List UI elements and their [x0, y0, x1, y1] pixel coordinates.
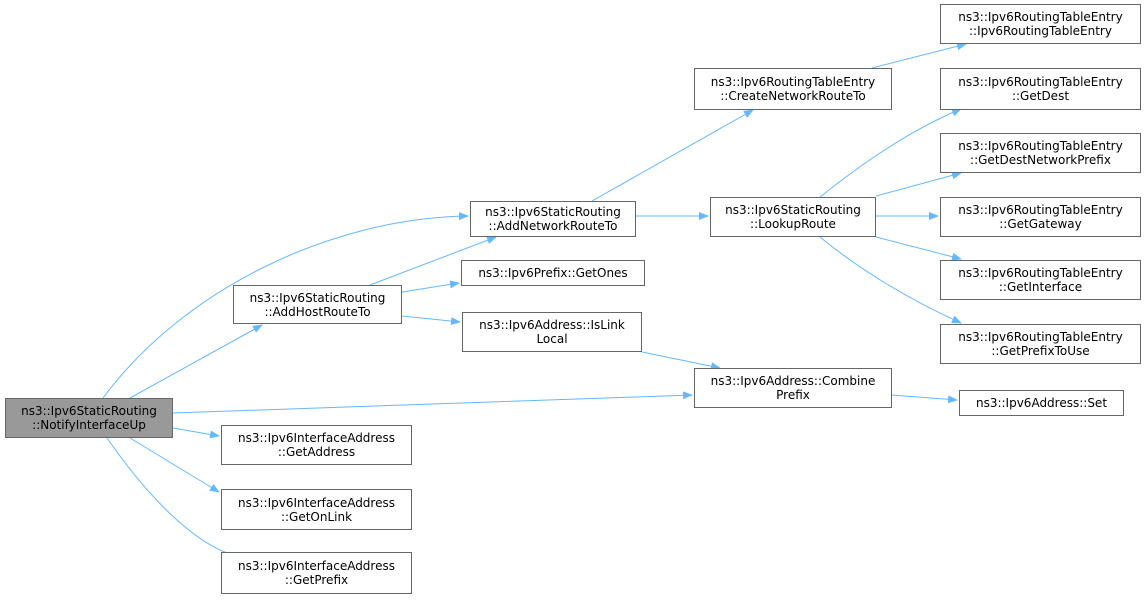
edge-n0-to-n13 — [172, 391, 693, 414]
node-ipv6staticrouting-addnetworkrouteto[interactable]: ns3::Ipv6StaticRouting ::AddNetworkRoute… — [470, 201, 636, 237]
node-ipv6prefix-getones[interactable]: ns3::Ipv6Prefix::GetOnes — [461, 260, 645, 286]
node-label-line: Local — [536, 332, 568, 346]
node-label-line: ns3::Ipv6RoutingTableEntry — [958, 203, 1123, 217]
edge-n0-to-n1 — [129, 324, 263, 399]
edge-n1-to-n11 — [401, 280, 460, 293]
node-label-line: ns3::Ipv6StaticRouting — [725, 203, 861, 217]
edge-n5-to-n7 — [875, 171, 962, 197]
node-label-line: ::GetPrefix — [284, 573, 349, 587]
node-label-line: ns3::Ipv6RoutingTableEntry — [958, 266, 1123, 280]
node-label-line: ::GetInterface — [998, 280, 1083, 294]
node-label-line: ns3::Ipv6InterfaceAddress — [238, 559, 395, 573]
node-ipv6routingtableentry-getprefixtouse[interactable]: ns3::Ipv6RoutingTableEntry ::GetPrefixTo… — [940, 324, 1141, 364]
node-ipv6routingtableentry-getgateway[interactable]: ns3::Ipv6RoutingTableEntry ::GetGateway — [940, 197, 1141, 237]
edge-n1-to-n12 — [401, 315, 461, 326]
node-ipv6address-islinklocal[interactable]: ns3::Ipv6Address::IsLink Local — [462, 312, 642, 352]
node-label-line: ns3::Ipv6Address::Combine — [710, 374, 876, 388]
node-label-line: ns3::Ipv6StaticRouting — [249, 290, 386, 305]
node-ipv6routingtableentry-ipv6routingtableentry[interactable]: ns3::Ipv6RoutingTableEntry ::Ipv6Routing… — [940, 4, 1141, 44]
node-label-line: ::Ipv6RoutingTableEntry — [969, 24, 1112, 38]
node-label-line: ns3::Ipv6Address::IsLink — [479, 318, 625, 332]
node-ipv6routingtableentry-getdest[interactable]: ns3::Ipv6RoutingTableEntry ::GetDest — [940, 68, 1141, 110]
node-label-line: ns3::Ipv6InterfaceAddress — [238, 431, 395, 445]
edge-n5-to-n10 — [819, 236, 962, 324]
node-label-line: ::CreateNetworkRouteTo — [720, 89, 866, 103]
node-label-line: ns3::Ipv6RoutingTableEntry — [710, 75, 876, 89]
edge-n5-to-n6 — [819, 108, 962, 198]
node-label-line: ns3::Ipv6Address::Set — [975, 396, 1108, 410]
node-label-line: ns3::Ipv6StaticRouting — [21, 404, 157, 418]
edge-n3-to-n4 — [871, 42, 967, 69]
node-label-line: ns3::Ipv6RoutingTableEntry — [958, 75, 1123, 89]
node-label-line: ns3::Ipv6RoutingTableEntry — [958, 139, 1123, 153]
node-label-line: ::GetGateway — [999, 217, 1082, 231]
edge-n13-to-n14 — [891, 394, 958, 404]
edge-n5-to-n9 — [875, 236, 962, 261]
node-label-line: ::GetAddress — [277, 445, 356, 459]
edge-n0-to-n15 — [172, 427, 220, 439]
edge-n12-to-n13 — [641, 351, 721, 371]
node-label-line: ::LookupRoute — [750, 217, 836, 231]
node-label-line: ns3::Ipv6InterfaceAddress — [238, 495, 395, 510]
node-label-line: ::GetDest — [1011, 89, 1070, 103]
edge-n1-to-n2 — [369, 236, 497, 286]
edge-n2-to-n3 — [591, 109, 754, 202]
node-ipv6address-set[interactable]: ns3::Ipv6Address::Set — [959, 390, 1124, 416]
node-label-line: ns3::Ipv6StaticRouting — [485, 205, 621, 219]
node-ipv6routingtableentry-getdestnetworkprefix[interactable]: ns3::Ipv6RoutingTableEntry ::GetDestNetw… — [940, 133, 1141, 173]
node-ipv6address-combineprefix[interactable]: ns3::Ipv6Address::Combine Prefix — [694, 368, 892, 408]
node-label-line: ::GetPrefixToUse — [991, 344, 1090, 358]
node-ipv6routingtableentry-createnetworkrouteto[interactable]: ns3::Ipv6RoutingTableEntry ::CreateNetwo… — [694, 68, 892, 110]
node-label-line: ns3::Ipv6RoutingTableEntry — [958, 330, 1123, 344]
node-ipv6routingtableentry-getinterface[interactable]: ns3::Ipv6RoutingTableEntry ::GetInterfac… — [940, 260, 1141, 300]
node-label-line: ::GetOnLink — [280, 509, 353, 524]
node-ipv6staticrouting-notifyinterfaceup: ns3::Ipv6StaticRouting ::NotifyInterface… — [5, 398, 173, 438]
node-label-line: ns3::Ipv6RoutingTableEntry — [958, 10, 1123, 24]
node-label-line: Prefix — [776, 388, 810, 402]
node-label-line: ns3::Ipv6Prefix::GetOnes — [478, 266, 628, 280]
node-ipv6interfaceaddress-getonlink[interactable]: ns3::Ipv6InterfaceAddress ::GetOnLink — [221, 489, 412, 530]
node-label-line: ::GetDestNetworkPrefix — [970, 153, 1111, 167]
edge-n0-to-n2 — [102, 212, 469, 399]
edge-n0-to-n16 — [129, 437, 220, 493]
node-ipv6interfaceaddress-getprefix[interactable]: ns3::Ipv6InterfaceAddress ::GetPrefix — [221, 552, 412, 594]
node-ipv6staticrouting-addhostrouteto[interactable]: ns3::Ipv6StaticRouting ::AddHostRouteTo — [233, 285, 402, 324]
node-ipv6staticrouting-lookuproute[interactable]: ns3::Ipv6StaticRouting ::LookupRoute — [710, 197, 876, 237]
node-label-line: ::AddHostRouteTo — [264, 304, 371, 319]
node-label-line: ::AddNetworkRouteTo — [488, 219, 618, 233]
node-ipv6interfaceaddress-getaddress[interactable]: ns3::Ipv6InterfaceAddress ::GetAddress — [221, 425, 412, 465]
node-label-line: ::NotifyInterfaceUp — [32, 418, 146, 432]
